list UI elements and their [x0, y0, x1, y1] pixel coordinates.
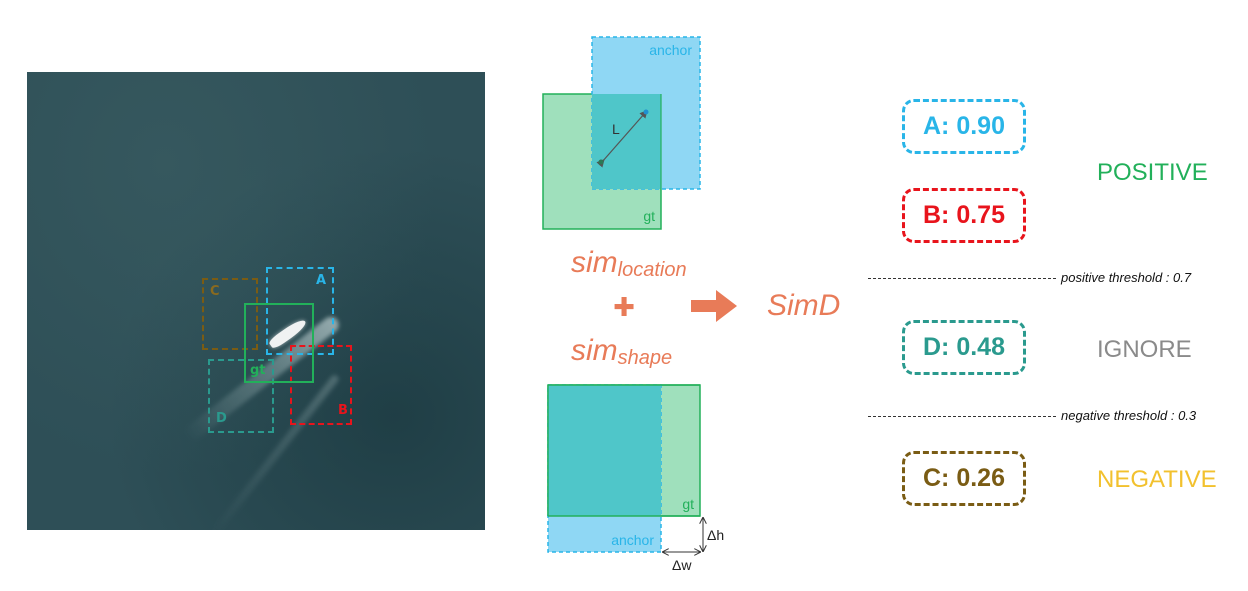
negative-threshold-label: negative threshold : 0.3	[1061, 408, 1197, 423]
dw-label: Δw	[672, 557, 692, 573]
score-d: D: 0.48	[902, 320, 1026, 375]
positive-threshold-line	[868, 278, 1056, 279]
score-c: C: 0.26	[902, 451, 1026, 506]
shape-gt-label: gt	[682, 496, 694, 512]
anchor-label-top: anchor	[649, 42, 692, 58]
distance-line	[596, 109, 648, 168]
box-b: B	[290, 345, 352, 425]
score-a-text: A: 0.90	[923, 112, 1005, 140]
sim-location-sub: location	[618, 259, 687, 281]
gt-label-top: gt	[643, 208, 655, 224]
box-gt-label: gt	[250, 363, 266, 378]
status-ignore: IGNORE	[1097, 336, 1192, 363]
box-a-label: A	[316, 273, 327, 288]
sim-shape-base: sim	[571, 334, 618, 367]
sim-shape-term: simshape	[571, 334, 672, 369]
box-a: A	[266, 267, 334, 355]
shape-diagram: gt anchor Δh Δw	[547, 384, 724, 573]
box-c-label: C	[210, 284, 220, 299]
plus-sign: ✚	[613, 293, 635, 323]
gt-center-dot	[598, 159, 604, 165]
simd-label: SimD	[767, 289, 840, 322]
score-c-text: C: 0.26	[923, 464, 1005, 492]
positive-threshold-label: positive threshold : 0.7	[1061, 270, 1192, 285]
shape-overlap	[548, 385, 661, 516]
score-b: B: 0.75	[902, 188, 1026, 243]
box-b-label: B	[338, 403, 348, 418]
distance-label: L	[612, 121, 620, 137]
sim-location-term: simlocation	[571, 246, 687, 281]
score-d-text: D: 0.48	[923, 333, 1005, 361]
negative-threshold-line	[868, 416, 1056, 417]
box-d: D	[208, 359, 274, 433]
anchor-center-dot	[643, 109, 649, 115]
box-gt: gt	[244, 303, 314, 383]
status-negative: NEGATIVE	[1097, 466, 1217, 493]
location-diagram: anchor gt L	[542, 36, 701, 230]
sim-location-base: sim	[571, 246, 618, 279]
box-c: C	[202, 278, 258, 350]
status-positive: POSITIVE	[1097, 159, 1208, 186]
shape-anchor-label: anchor	[611, 532, 654, 548]
dh-label: Δh	[707, 527, 724, 543]
box-d-label: D	[216, 411, 227, 426]
score-b-text: B: 0.75	[923, 201, 1005, 229]
aerial-image: C A D B gt	[27, 72, 485, 530]
formula: simlocation ✚ simshape SimD	[571, 246, 840, 369]
location-overlap	[592, 94, 661, 189]
result-arrow	[691, 290, 737, 322]
score-a: A: 0.90	[902, 99, 1026, 154]
sim-shape-sub: shape	[618, 347, 673, 369]
